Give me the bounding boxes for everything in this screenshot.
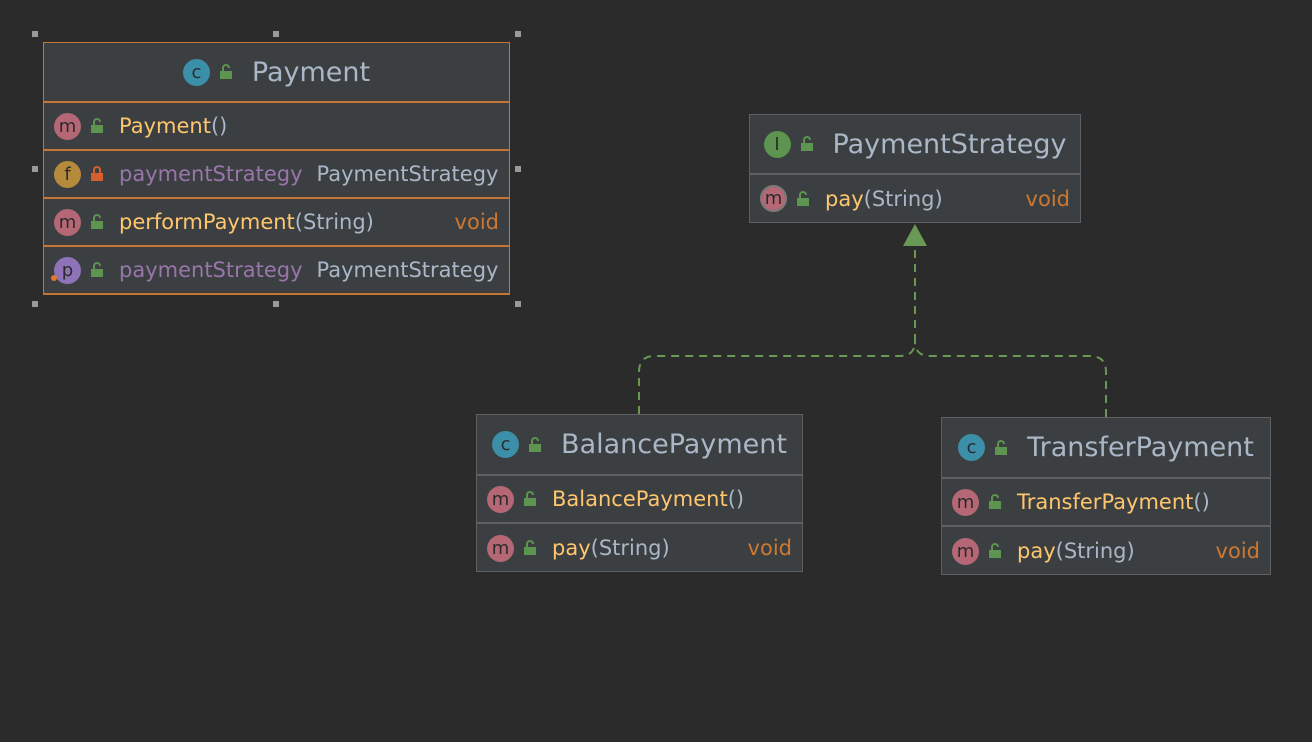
resize-handle-s[interactable] xyxy=(272,300,280,308)
member-name: paymentStrategy xyxy=(119,258,303,282)
member-name: TransferPayment xyxy=(1017,490,1194,514)
member-name: Payment xyxy=(119,114,211,138)
member-params: () xyxy=(727,487,745,511)
method-icon: m xyxy=(952,488,979,516)
unlocked-padlock-icon xyxy=(91,262,103,277)
locked-padlock-icon xyxy=(91,166,103,181)
member-return-type: void xyxy=(1025,186,1070,211)
member-params: () xyxy=(1193,490,1210,514)
member-row[interactable]: m BalancePayment() xyxy=(477,476,802,524)
realization-edge-transfer xyxy=(914,340,1107,417)
class-name: PaymentStrategy xyxy=(832,128,1067,160)
method-icon: m xyxy=(952,537,979,565)
class-header: c Payment xyxy=(44,43,509,103)
unlocked-padlock-icon xyxy=(989,494,1001,509)
method-icon: m xyxy=(487,534,514,562)
class-header: c BalancePayment xyxy=(477,415,802,476)
class-icon: c xyxy=(958,434,986,461)
method-icon: m xyxy=(487,485,514,513)
member-name: pay xyxy=(552,536,591,560)
class-name: BalancePayment xyxy=(561,429,787,460)
class-header: I PaymentStrategy xyxy=(750,115,1080,175)
resize-handle-e[interactable] xyxy=(514,165,522,173)
unlocked-padlock-icon xyxy=(995,439,1008,455)
member-params: (String) xyxy=(294,210,374,234)
resize-handle-sw[interactable] xyxy=(31,300,39,308)
field-icon: f xyxy=(54,160,81,188)
member-name: pay xyxy=(825,186,864,211)
member-params: (String) xyxy=(863,186,943,211)
class-name: Payment xyxy=(251,56,371,88)
member-name: BalancePayment xyxy=(552,487,728,511)
member-type: PaymentStrategy xyxy=(316,162,499,186)
member-params: () xyxy=(210,114,228,138)
member-return-type: void xyxy=(747,536,792,560)
member-row[interactable]: m pay(String) void xyxy=(477,524,802,572)
resize-handle-w[interactable] xyxy=(31,165,39,173)
member-row[interactable]: m pay(String) void xyxy=(942,527,1270,575)
member-return-type: void xyxy=(454,210,499,234)
member-row[interactable]: m Payment() xyxy=(44,103,509,151)
resize-handle-se[interactable] xyxy=(514,300,522,308)
unlocked-padlock-icon xyxy=(91,214,103,229)
unlocked-padlock-icon xyxy=(529,436,542,452)
member-name: pay xyxy=(1017,539,1056,563)
unlocked-padlock-icon xyxy=(524,491,536,506)
member-row[interactable]: m pay(String) void xyxy=(750,175,1080,222)
class-balance-payment[interactable]: c BalancePayment m BalancePayment() m pa… xyxy=(476,414,803,572)
member-row[interactable]: m performPayment(String) void xyxy=(44,199,509,247)
unlocked-padlock-icon xyxy=(989,543,1001,558)
method-icon: m xyxy=(54,112,81,140)
member-name: performPayment xyxy=(119,210,295,234)
resize-handle-nw[interactable] xyxy=(31,30,39,38)
member-name: paymentStrategy xyxy=(119,162,303,186)
property-icon: p xyxy=(51,256,81,284)
unlocked-padlock-icon xyxy=(800,136,813,151)
unlocked-padlock-icon xyxy=(524,540,536,555)
class-icon: c xyxy=(182,58,210,86)
resize-handle-n[interactable] xyxy=(272,30,280,38)
resize-handle-ne[interactable] xyxy=(514,30,522,38)
member-type: PaymentStrategy xyxy=(316,258,499,282)
realization-edge-balance xyxy=(638,246,916,414)
interface-payment-strategy[interactable]: I PaymentStrategy m pay(String) void xyxy=(749,114,1081,223)
member-row[interactable]: m TransferPayment() xyxy=(942,479,1270,527)
interface-icon: I xyxy=(763,130,791,158)
class-icon: c xyxy=(492,431,520,458)
class-name: TransferPayment xyxy=(1027,432,1254,463)
member-return-type: void xyxy=(1215,539,1260,563)
abstract-method-icon: m xyxy=(760,185,787,212)
unlocked-padlock-icon xyxy=(219,64,232,79)
realization-arrowhead xyxy=(903,224,927,246)
class-header: c TransferPayment xyxy=(942,418,1270,479)
member-params: (String) xyxy=(590,536,670,560)
unlocked-padlock-icon xyxy=(797,190,809,206)
method-icon: m xyxy=(54,208,81,236)
member-row[interactable]: f paymentStrategy PaymentStrategy xyxy=(44,151,509,199)
member-row[interactable]: p paymentStrategy PaymentStrategy xyxy=(44,247,509,295)
unlocked-padlock-icon xyxy=(91,118,103,133)
class-transfer-payment[interactable]: c TransferPayment m TransferPayment() m … xyxy=(941,417,1271,575)
member-params: (String) xyxy=(1055,539,1135,563)
